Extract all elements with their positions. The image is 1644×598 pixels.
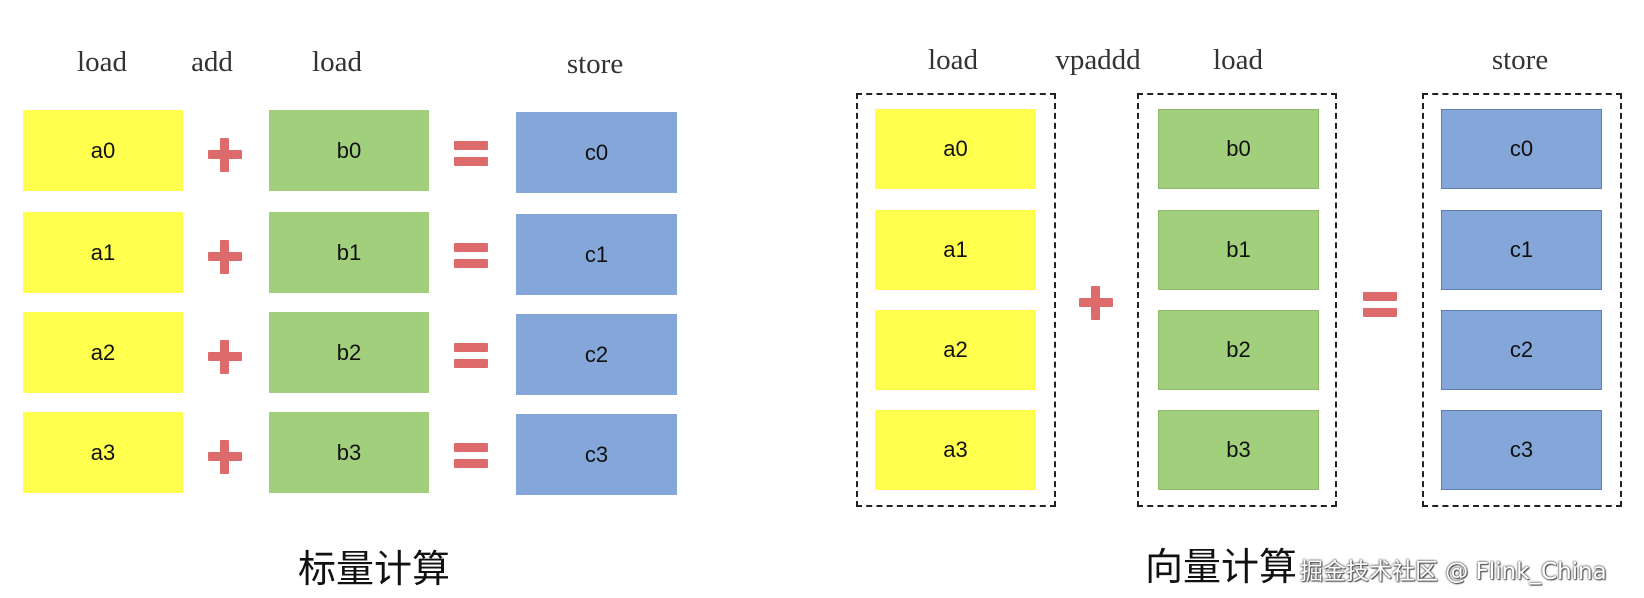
- scalar-c3-box: c3: [516, 414, 677, 495]
- equals-icon: [1363, 292, 1397, 318]
- scalar-a0-box: a0: [23, 110, 183, 191]
- vector-c0-box: c0: [1441, 109, 1602, 189]
- vector-b3-box: b3: [1158, 410, 1319, 490]
- vector-c2-box: c2: [1441, 310, 1602, 390]
- scalar-b3-box: b3: [269, 412, 429, 493]
- vector-a1-box: a1: [875, 210, 1036, 290]
- vector-header-vpaddd: vpaddd: [1055, 44, 1141, 76]
- scalar-header-load-b: load: [312, 46, 362, 78]
- vector-b2-box: b2: [1158, 310, 1319, 390]
- vector-a3-box: a3: [875, 410, 1036, 490]
- vector-a2-box: a2: [875, 310, 1036, 390]
- vector-a0-box: a0: [875, 109, 1036, 189]
- vector-c3-box: c3: [1441, 410, 1602, 490]
- plus-icon: [208, 440, 242, 474]
- plus-icon: [1079, 286, 1113, 320]
- vector-register-b-outline: [1137, 93, 1337, 507]
- plus-icon: [208, 240, 242, 274]
- scalar-a3-box: a3: [23, 412, 183, 493]
- vector-header-store: store: [1491, 44, 1549, 76]
- scalar-header-load-a: load: [77, 46, 127, 78]
- scalar-header-store: store: [566, 48, 624, 80]
- scalar-header-add: add: [191, 46, 233, 78]
- scalar-b1-box: b1: [269, 212, 429, 293]
- plus-icon: [208, 340, 242, 374]
- equals-icon: [454, 141, 488, 167]
- equals-icon: [454, 343, 488, 369]
- vector-c1-box: c1: [1441, 210, 1602, 290]
- scalar-caption: 标量计算: [298, 547, 451, 591]
- scalar-c2-box: c2: [516, 314, 677, 395]
- vector-header-load-a: load: [928, 44, 978, 76]
- vector-register-c-outline: [1422, 93, 1622, 507]
- equals-icon: [454, 443, 488, 469]
- scalar-a2-box: a2: [23, 312, 183, 393]
- vector-b1-box: b1: [1158, 210, 1319, 290]
- scalar-b0-box: b0: [269, 110, 429, 191]
- scalar-c1-box: c1: [516, 214, 677, 295]
- plus-icon: [208, 138, 242, 172]
- scalar-c0-box: c0: [516, 112, 677, 193]
- vector-header-load-b: load: [1213, 44, 1263, 76]
- scalar-a1-box: a1: [23, 212, 183, 293]
- equals-icon: [454, 243, 488, 269]
- vector-register-a-outline: [856, 93, 1056, 507]
- scalar-b2-box: b2: [269, 312, 429, 393]
- vector-caption: 向量计算: [1145, 545, 1298, 589]
- vector-b0-box: b0: [1158, 109, 1319, 189]
- watermark-text: 掘金技术社区 @ Flink_China: [1300, 559, 1607, 585]
